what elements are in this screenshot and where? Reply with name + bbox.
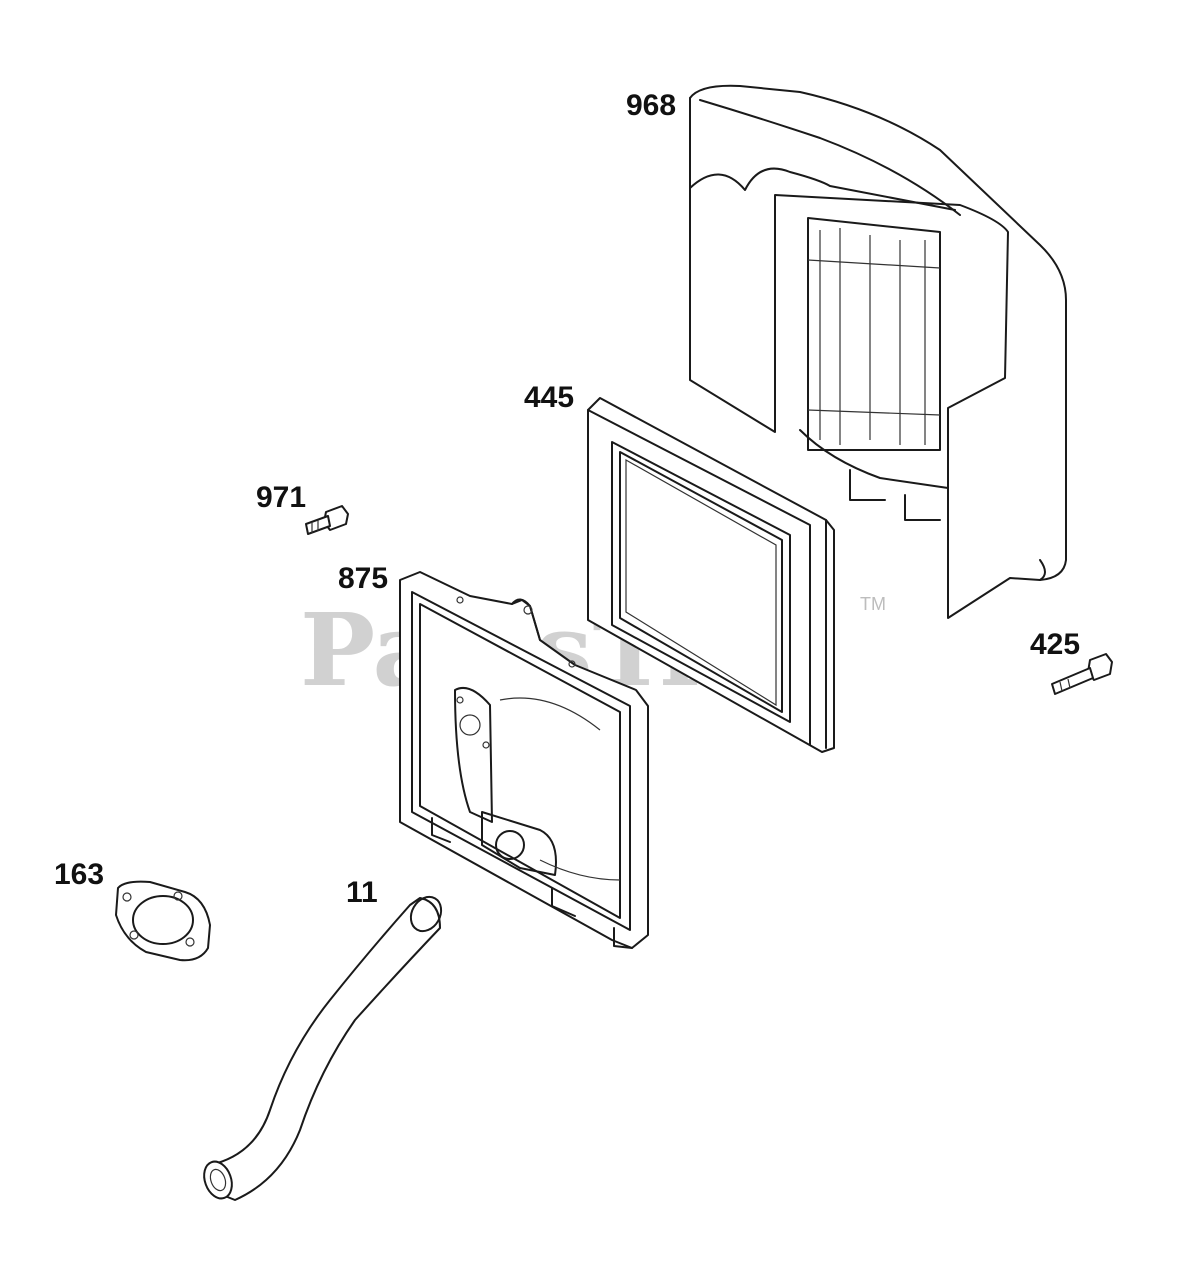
cover-screw[interactable]: [305, 505, 349, 535]
callout-875: 875: [338, 562, 388, 595]
watermark-trademark: TM: [860, 594, 886, 614]
gasket[interactable]: [115, 880, 211, 962]
callout-445: 445: [524, 381, 574, 414]
air-cleaner-base[interactable]: [399, 571, 649, 949]
callout-968: 968: [626, 89, 676, 122]
callout-163: 163: [54, 858, 104, 891]
callout-425: 425: [1030, 628, 1080, 661]
callout-labels: 968 445 971 875 425 163 11: [54, 89, 1080, 909]
callout-971: 971: [256, 481, 306, 514]
callout-11: 11: [346, 876, 378, 909]
base-bolt[interactable]: [1051, 653, 1113, 695]
air-filter[interactable]: [587, 397, 835, 753]
breather-tube[interactable]: [199, 891, 447, 1202]
air-cleaner-cover[interactable]: [689, 84, 1067, 619]
